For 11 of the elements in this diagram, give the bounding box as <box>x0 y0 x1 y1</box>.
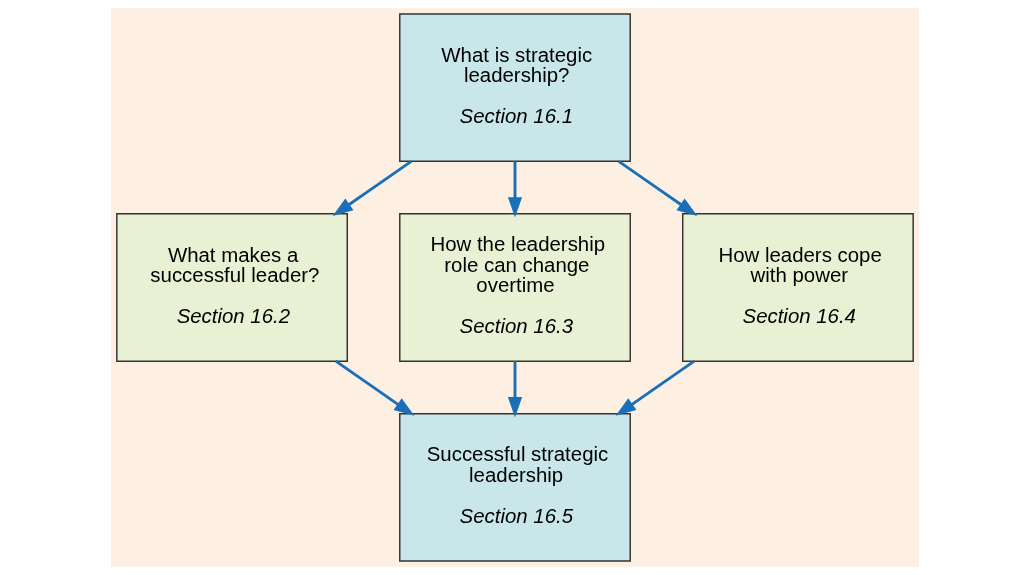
node-box: What makes a successful leader? Section 16.2 <box>115 213 348 362</box>
node-box: Successful strategic leadership Section 16.5 <box>398 412 631 562</box>
arrow <box>615 359 695 416</box>
arrow <box>617 160 697 217</box>
node-box: How the leadership role can change overtime Section 16.3 <box>398 213 631 362</box>
arrow <box>507 361 522 418</box>
node-box: What is strategic leadership? Section 16.1 <box>398 13 631 163</box>
node-box: How leaders cope with power Section 16.4 <box>681 213 914 362</box>
arrow <box>334 359 414 416</box>
arrow <box>332 160 412 217</box>
arrow <box>507 161 522 218</box>
